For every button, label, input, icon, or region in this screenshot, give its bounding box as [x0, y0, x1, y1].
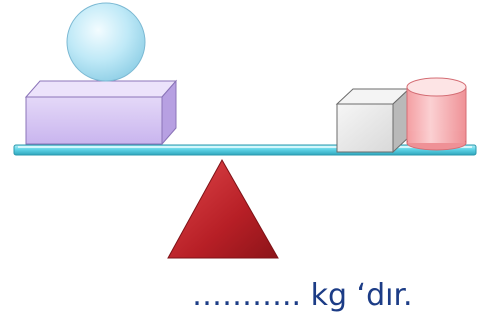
balance-beam: [13, 144, 477, 156]
blue-sphere: [66, 2, 146, 82]
pink-cylinder: [406, 77, 467, 151]
gray-cube: [335, 87, 411, 154]
fulcrum-triangle: [167, 158, 279, 259]
purple-box: [24, 79, 178, 146]
weight-question-text: ……….. kg ‘dır.: [192, 278, 413, 313]
